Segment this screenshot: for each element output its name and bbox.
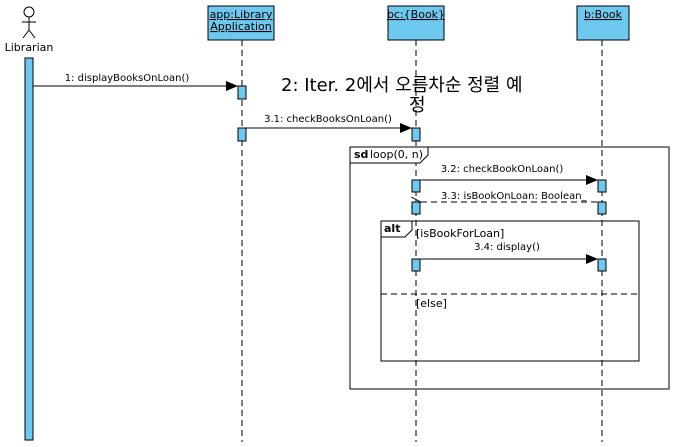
- note-line-2: 정: [409, 95, 426, 116]
- bc-activation-3: [411, 201, 421, 215]
- app-activation-2: [237, 127, 247, 142]
- lifeline-bc-label: bc:{Book}: [387, 8, 445, 21]
- lifeline-b-label: b:Book: [584, 8, 623, 21]
- message-3-4-label: 3.4: display(): [474, 242, 540, 253]
- actor-label: Librarian: [5, 41, 54, 54]
- alt-fragment: [380, 220, 640, 362]
- bc-activation-4: [411, 258, 421, 272]
- librarian-actor-icon: [22, 6, 36, 39]
- bc-activation-1: [411, 127, 421, 142]
- lifeline-head-bc: [387, 5, 445, 41]
- lifeline-app-label-1: app:Library: [210, 8, 273, 21]
- message-3-2-label: 3.2: checkBookOnLoan(): [441, 164, 564, 175]
- message-3-3-label: 3.3: isBookOnLoan: Boolean_: [441, 191, 588, 202]
- message-3-1-label: 3.1: checkBooksOnLoan(): [264, 114, 392, 125]
- alt-fragment-keyword: alt: [384, 222, 400, 235]
- message-1-label: 1: displayBooksOnLoan(): [65, 73, 190, 84]
- b-activation-2: [597, 201, 607, 215]
- loop-fragment-keyword: sd: [354, 148, 368, 161]
- b-activation-3: [597, 258, 607, 272]
- b-activation-1: [597, 179, 607, 193]
- app-activation-1: [237, 85, 247, 100]
- alt-guard-1: [isBookForLoan]: [416, 227, 504, 240]
- note-line-1: 2: Iter. 2에서 오름차순 정렬 예: [281, 75, 523, 96]
- loop-fragment: [349, 146, 670, 390]
- lifeline-head-b: [576, 5, 630, 41]
- loop-fragment-label: loop(0, n): [370, 148, 423, 161]
- bc-activation-2: [411, 179, 421, 193]
- lifeline-head-app: [207, 5, 275, 41]
- alt-guard-2: [else]: [416, 297, 447, 310]
- librarian-activation: [24, 57, 34, 441]
- lifeline-app-label-2: Application: [210, 20, 271, 33]
- loop-fragment-tab: [349, 146, 429, 164]
- alt-fragment-tab: [380, 220, 413, 238]
